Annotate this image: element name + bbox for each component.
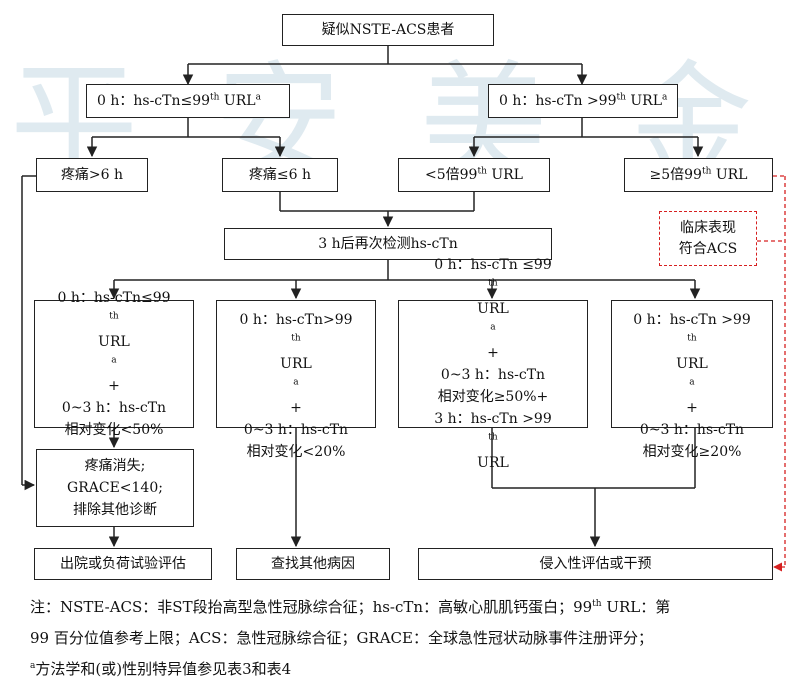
box-discharge: 出院或负荷试验评估 xyxy=(34,548,212,580)
box-clinical-acs: 临床表现 符合ACS xyxy=(659,211,757,266)
box-text: 疼痛>6 h xyxy=(60,167,124,183)
footnote-line: 99 百分位值参考上限；ACS：急性冠脉综合征；GRACE：全球急性冠状动脉事件… xyxy=(30,629,653,647)
box-text: 出院或负荷试验评估 xyxy=(60,556,186,572)
box-text-line: GRACE<140; xyxy=(67,480,163,496)
box-suspected-nste-acs: 疑似NSTE-ACS患者 xyxy=(282,14,494,46)
box-ge-5x-99th: ≥5倍99th URL xyxy=(624,158,773,192)
box-text-line: 0~3 h：hs-cTn xyxy=(639,422,745,438)
box-text-line: 相对变化≥50%+ xyxy=(437,389,549,405)
box-text-line: 0~3 h：hs-cTn xyxy=(243,422,349,438)
box-text-line: 符合ACS xyxy=(678,240,738,257)
box-lt-5x-99th: <5倍99th URL xyxy=(398,158,550,192)
box-text: 疑似NSTE-ACS患者 xyxy=(321,22,455,38)
box-text: ≥5倍99th URL xyxy=(649,166,748,183)
box-text-line: 排除其他诊断 xyxy=(73,502,157,518)
box-pain-le-6h: 疼痛≤6 h xyxy=(222,158,338,192)
footnote: 注：NSTE-ACS：非ST段抬高型急性冠脉综合征；hs-cTn：高敏心肌肌钙蛋… xyxy=(30,592,790,685)
box-other-cause: 查找其他病因 xyxy=(236,548,390,580)
box-text-line: 相对变化≥20% xyxy=(642,444,742,460)
box-text: 0 h：hs-cTn≤99th URLa xyxy=(97,92,261,109)
box-text-line: 相对变化<50% xyxy=(64,422,164,438)
box-text: 0 h：hs-cTn >99th URLa xyxy=(499,92,668,109)
box-text-line: 疼痛消失; xyxy=(84,458,146,474)
box-retest-3h: 3 h后再次检测hs-cTn xyxy=(224,228,552,260)
footnote-line: 注：NSTE-ACS：非ST段抬高型急性冠脉综合征；hs-cTn：高敏心肌肌钙蛋… xyxy=(30,598,671,616)
box-text-line: 相对变化<20% xyxy=(246,444,346,460)
box-text-line: 临床表现 xyxy=(680,219,736,236)
box-text: 查找其他病因 xyxy=(271,556,355,572)
box-text: <5倍99th URL xyxy=(425,166,523,183)
box-text: 疼痛≤6 h xyxy=(248,167,312,183)
box-text: 3 h后再次检测hs-cTn xyxy=(318,236,458,252)
box-invasive: 侵入性评估或干预 xyxy=(418,548,773,580)
box-text-line: 0~3 h：hs-cTn xyxy=(61,400,167,416)
box-text-line: 0~3 h：hs-cTn xyxy=(440,367,546,383)
box-pain-gt-6h: 疼痛>6 h xyxy=(36,158,148,192)
footnote-line: a方法学和(或)性别特异值参见表3和表4 xyxy=(30,660,292,678)
box-0h-gt-99th: 0 h：hs-cTn >99th URLa xyxy=(488,84,678,118)
box-pain-relief-grace: 疼痛消失; GRACE<140; 排除其他诊断 xyxy=(36,449,194,527)
box-text: 侵入性评估或干预 xyxy=(539,556,652,572)
box-0h-le-99th: 0 h：hs-cTn≤99th URLa xyxy=(86,84,290,118)
